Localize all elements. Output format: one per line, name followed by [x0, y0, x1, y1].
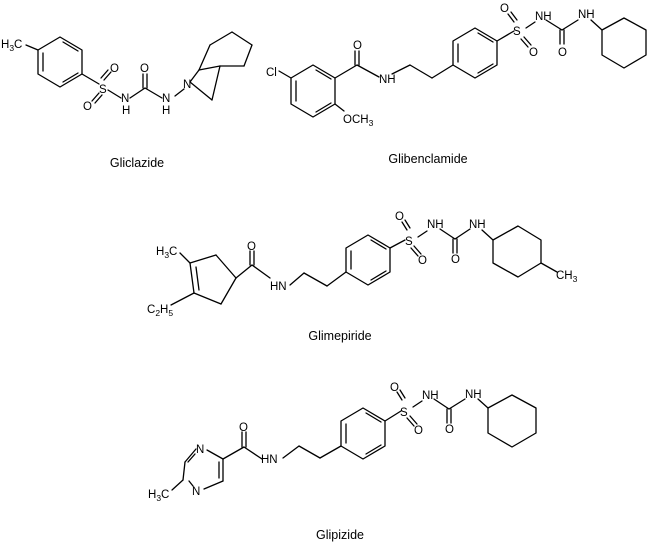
svg-text:O: O — [83, 101, 92, 113]
gliclazide-structure: H3C S O O N H O N H N Gliclazide — [1, 31, 253, 170]
gliclazide-label: Gliclazide — [110, 156, 164, 170]
svg-text:OCH3: OCH3 — [343, 114, 374, 128]
glimepiride-structure: H3C C2H5 O HN S O O NH O NH CH3 Glimepir… — [147, 211, 578, 343]
svg-text:O: O — [247, 241, 256, 253]
svg-text:H3C: H3C — [1, 39, 22, 53]
svg-text:O: O — [529, 47, 538, 59]
svg-text:O: O — [451, 254, 460, 266]
svg-text:O: O — [110, 63, 119, 75]
svg-text:NH: NH — [465, 389, 482, 401]
svg-text:N: N — [162, 93, 170, 105]
svg-text:H3C: H3C — [156, 246, 177, 260]
svg-text:NH: NH — [535, 11, 552, 23]
svg-text:NH: NH — [578, 9, 595, 21]
svg-text:HN: HN — [270, 281, 287, 293]
svg-text:O: O — [395, 211, 404, 223]
svg-text:N: N — [121, 93, 129, 105]
glibenclamide-label: Glibenclamide — [388, 152, 467, 166]
svg-text:H3C: H3C — [148, 489, 169, 503]
svg-text:N: N — [196, 444, 204, 456]
svg-text:O: O — [414, 425, 423, 437]
svg-text:C2H5: C2H5 — [147, 304, 173, 318]
svg-text:NH: NH — [427, 219, 444, 231]
svg-text:HN: HN — [261, 454, 278, 466]
svg-text:O: O — [500, 3, 509, 15]
svg-text:N: N — [192, 486, 200, 498]
glibenclamide-structure: Cl O NH OCH3 S O O NH O NH Glibenclamide — [266, 3, 647, 166]
svg-text:O: O — [353, 40, 362, 52]
svg-text:H: H — [162, 105, 170, 117]
svg-text:O: O — [418, 255, 427, 267]
svg-text:O: O — [390, 382, 399, 394]
svg-text:Cl: Cl — [266, 67, 277, 79]
svg-text:S: S — [400, 407, 408, 419]
glipizide-structure: N N O HN H3C S O O NH O NH Glipizide — [148, 382, 537, 542]
svg-text:NH: NH — [422, 390, 439, 402]
glipizide-label: Glipizide — [316, 528, 364, 542]
glimepiride-label: Glimepiride — [308, 329, 371, 343]
svg-text:O: O — [140, 63, 149, 75]
svg-text:S: S — [405, 236, 413, 248]
svg-text:CH3: CH3 — [556, 270, 578, 284]
svg-text:O: O — [445, 424, 454, 436]
svg-text:NH: NH — [379, 74, 396, 86]
svg-text:NH: NH — [469, 219, 486, 231]
svg-text:O: O — [558, 47, 567, 59]
svg-text:H: H — [122, 105, 130, 117]
svg-text:O: O — [239, 422, 248, 434]
svg-text:S: S — [99, 84, 107, 96]
svg-text:N: N — [183, 79, 191, 91]
svg-text:S: S — [513, 26, 521, 38]
